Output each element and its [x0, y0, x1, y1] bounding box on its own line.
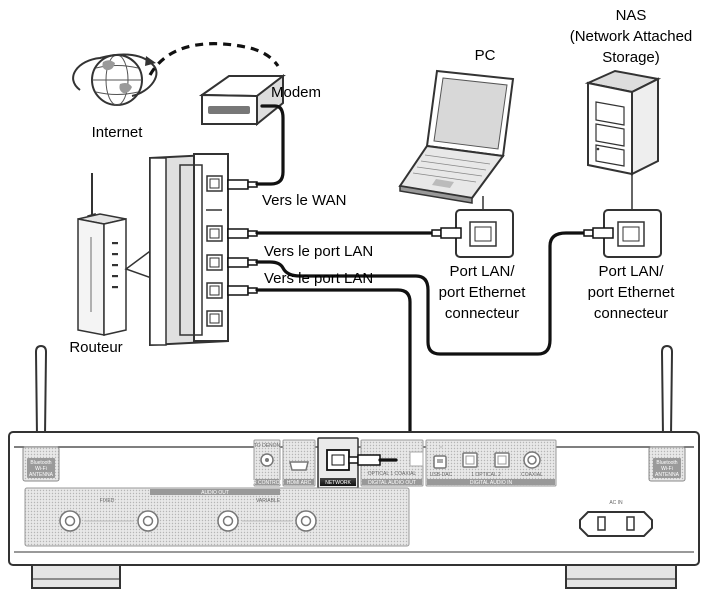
- left-antenna-badge-line1: Bluetooth: [30, 460, 51, 466]
- nas-port-label-line1: Port LAN/: [598, 263, 664, 280]
- fixed-label: FIXED: [100, 498, 115, 504]
- router-label: Routeur: [69, 339, 122, 356]
- ac-inlet-icon: [579, 511, 653, 537]
- network-label: NETWORK: [325, 480, 351, 486]
- lan-label-2: Vers le port LAN: [264, 270, 373, 287]
- laptop-icon: [398, 69, 515, 204]
- internet-dashed-link: [148, 42, 280, 76]
- coaxial-label: COAXIAL: [521, 472, 543, 478]
- ac-in-block: AC IN: [579, 500, 653, 537]
- optical-in-port-1-icon: [462, 452, 478, 468]
- usb-dac-label: USB-DAC: [430, 472, 453, 478]
- lan-port-1-icon: [206, 225, 223, 242]
- wan-port-icon: [206, 175, 223, 192]
- optical-in-port-2-icon: [494, 452, 510, 468]
- receiver-network-plug: [348, 454, 381, 466]
- nas-cable: [255, 231, 586, 356]
- lan-port-4-icon: [206, 310, 223, 327]
- optical-coaxial-label: OPTICAL 1 COAXIAL: [368, 471, 417, 477]
- hdmi-arc-block: HDMI ARC: [282, 439, 316, 487]
- variable-l-jack-icon: [217, 510, 239, 532]
- pc-ethernet-port-icon: [455, 209, 514, 258]
- lan-label-1: Vers le port LAN: [264, 243, 373, 260]
- pc-plug: [431, 227, 462, 239]
- internet-label: Internet: [92, 124, 144, 141]
- right-antenna-badge-line3: ANTENNA: [655, 472, 680, 478]
- globe-icon: [72, 53, 158, 106]
- modem-icon: [198, 73, 286, 127]
- audio-out-label: AUDIO OUT: [201, 490, 229, 496]
- ir-control-label: IR CONTROL: [252, 480, 283, 486]
- pc-port-label-line2: port Ethernet: [439, 284, 527, 301]
- wan-label: Vers le WAN: [262, 192, 346, 209]
- nas-plug: [583, 227, 614, 239]
- nas-label-line1: NAS: [616, 7, 647, 24]
- lan-port-3-icon: [206, 282, 223, 299]
- right-antenna-badge-line1: Bluetooth: [656, 460, 677, 466]
- pc-label: PC: [475, 47, 496, 64]
- right-antenna-badge: Bluetooth Wi-Fi ANTENNA: [648, 446, 686, 482]
- pc-port-label-line3: connecteur: [445, 305, 519, 322]
- pc-port-label-line1: Port LAN/: [449, 263, 515, 280]
- right-antenna-badge-line2: Wi-Fi: [661, 466, 673, 472]
- optical-in-label: 1 OPTICAL 2: [471, 472, 501, 478]
- variable-label: VARIABLE: [256, 498, 281, 504]
- fixed-l-jack-icon: [59, 510, 81, 532]
- wan-cable: [255, 104, 285, 186]
- receiver-feet: [31, 564, 677, 589]
- left-antenna-badge-line3: ANTENNA: [29, 472, 54, 478]
- ir-control-block: TO DENON IR CONTROL: [252, 439, 283, 487]
- usb-dac-port-icon: [433, 455, 447, 469]
- audio-out-block: AUDIO OUT FIXED VARIABLE: [24, 487, 410, 547]
- lan-port-2-icon: [206, 254, 223, 271]
- usb-symbol: ⇔: [439, 444, 444, 450]
- coaxial-in-port-icon: [523, 451, 541, 469]
- digital-audio-in-block: ⇔ USB-DAC 1 OPTICAL 2 COAXIAL DIGITAL AU…: [425, 439, 557, 487]
- nas-server-icon: [584, 69, 662, 176]
- nas-ethernet-port-icon: [603, 209, 662, 258]
- nas-port-label-line3: connecteur: [594, 305, 668, 322]
- modem-label: Modem: [271, 84, 321, 101]
- hdmi-port-icon: [289, 461, 309, 471]
- variable-r-jack-icon: [295, 510, 317, 532]
- to-denon-label: TO DENON: [254, 443, 281, 449]
- router-plugs: [227, 179, 258, 296]
- digital-audio-out-label: DIGITAL AUDIO OUT: [368, 480, 416, 486]
- left-antenna-badge-line2: Wi-Fi: [35, 466, 47, 472]
- router-icon: [77, 173, 127, 336]
- nas-label-line2: (Network Attached: [570, 28, 693, 45]
- fixed-r-jack-icon: [137, 510, 159, 532]
- nas-label-line3: Storage): [602, 49, 660, 66]
- hdmi-arc-label: HDMI ARC: [287, 480, 312, 486]
- nas-port-label-line2: port Ethernet: [588, 284, 676, 301]
- digital-audio-out-block: OPTICAL 1 COAXIAL DIGITAL AUDIO OUT: [360, 439, 424, 487]
- left-antenna-badge: Bluetooth Wi-Fi ANTENNA: [22, 446, 60, 482]
- ac-in-label: AC IN: [609, 500, 623, 506]
- digital-audio-in-label: DIGITAL AUDIO IN: [470, 480, 513, 486]
